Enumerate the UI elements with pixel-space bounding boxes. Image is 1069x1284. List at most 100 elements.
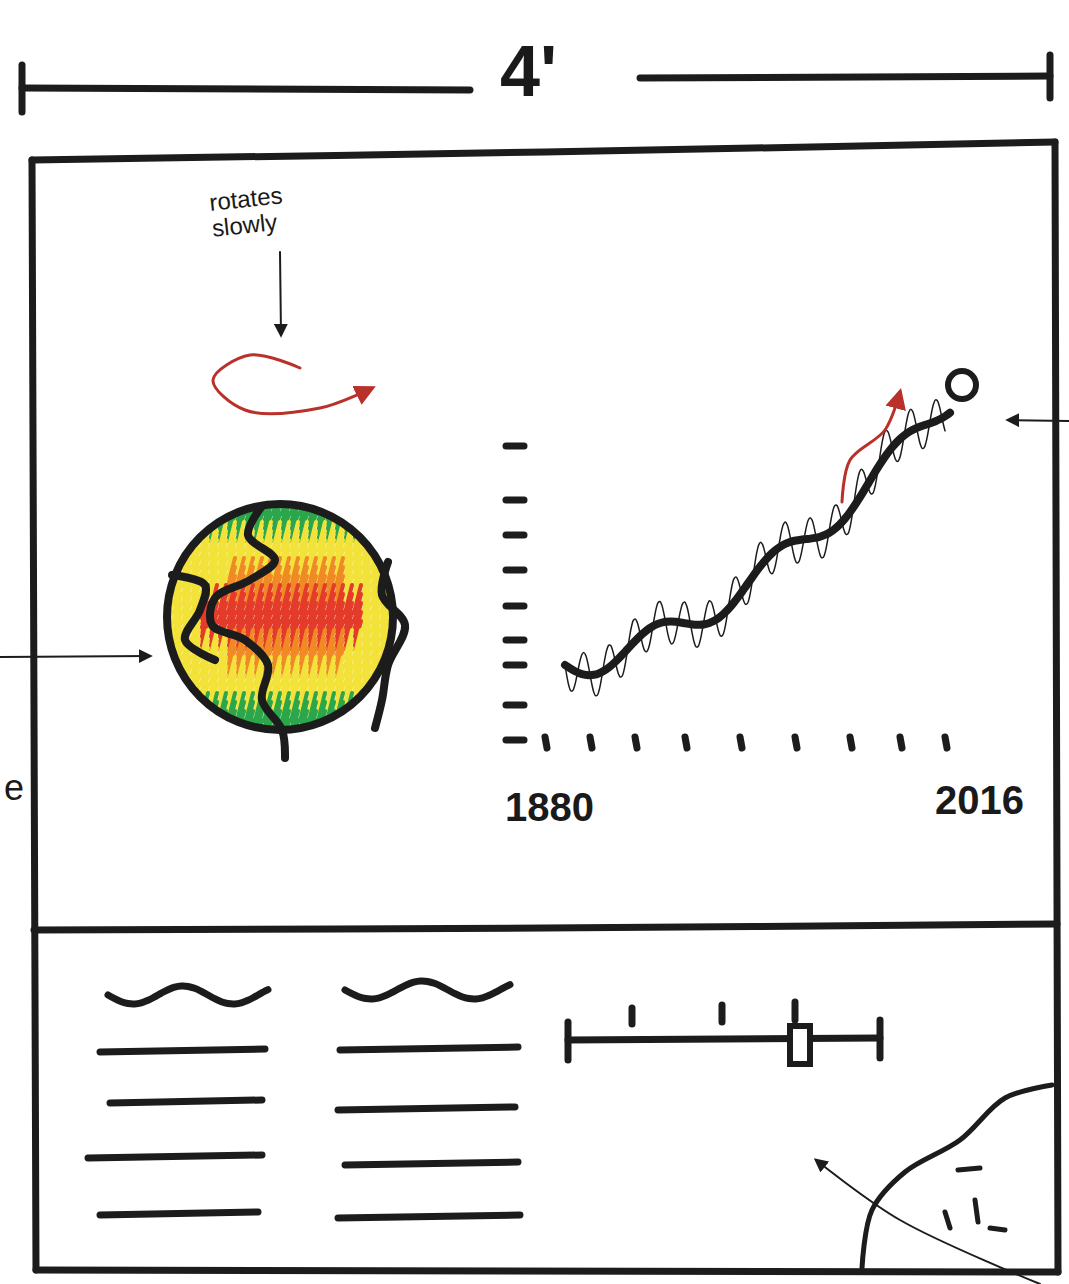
panel-border (32, 142, 1055, 160)
heat-stroke (192, 720, 199, 748)
heat-stroke (219, 729, 226, 757)
heat-stroke (183, 720, 190, 748)
axis-tick (635, 737, 637, 748)
heat-stroke (264, 720, 271, 748)
heat-stroke (165, 702, 172, 730)
panel-border (36, 1270, 1058, 1272)
heat-stroke (336, 486, 343, 514)
axis-tick (506, 702, 524, 709)
heat-stroke (165, 684, 172, 712)
heat-stroke (390, 513, 397, 541)
heat-stroke (174, 702, 181, 730)
heat-stroke (354, 729, 361, 757)
axis-tick (506, 567, 524, 574)
heat-stroke (183, 486, 190, 514)
heat-stroke (354, 495, 361, 523)
heat-stroke (165, 540, 172, 568)
heat-stroke (372, 729, 379, 757)
heat-stroke (183, 729, 190, 757)
placeholder-line (88, 1155, 262, 1158)
heat-stroke (174, 504, 181, 532)
heat-stroke (327, 486, 334, 514)
heat-stroke (165, 675, 172, 703)
heat-stroke (192, 702, 199, 730)
map-mark (958, 1168, 980, 1170)
heat-stroke (201, 495, 208, 523)
heat-stroke (201, 486, 208, 514)
heat-stroke (354, 486, 361, 514)
heat-stroke (381, 495, 388, 523)
heat-stroke (210, 711, 217, 739)
heat-stroke (165, 666, 172, 694)
axis-tick (506, 497, 524, 504)
heat-stroke (246, 729, 253, 757)
axis-label: 2016 (935, 778, 1024, 822)
heat-stroke (390, 729, 397, 757)
axis-tick (506, 637, 524, 644)
axis-tick (506, 532, 524, 539)
heat-stroke (165, 711, 172, 739)
axis-tick (590, 737, 592, 748)
heat-stroke (363, 702, 370, 730)
heat-stroke (372, 495, 379, 523)
heat-stroke (390, 684, 397, 712)
heat-stroke (192, 486, 199, 514)
map-mark (975, 1200, 978, 1222)
heat-stroke (345, 720, 352, 748)
heat-stroke (381, 729, 388, 757)
heat-stroke (174, 522, 181, 550)
axis-tick (795, 737, 797, 748)
heat-stroke (255, 729, 262, 757)
heat-stroke (165, 522, 172, 550)
heat-stroke (381, 531, 388, 559)
heat-stroke (363, 720, 370, 748)
heat-stroke (372, 504, 379, 532)
heat-stroke (219, 720, 226, 748)
placeholder-line (100, 1049, 265, 1052)
heat-stroke (219, 486, 226, 514)
heat-stroke (390, 720, 397, 748)
heat-stroke (210, 729, 217, 757)
heat-stroke (390, 531, 397, 559)
heat-stroke (345, 486, 352, 514)
continent-outline (210, 506, 285, 758)
heat-stroke (228, 729, 235, 757)
heat-stroke (201, 729, 208, 757)
timeline-slider (568, 1038, 880, 1040)
axis-tick (545, 737, 547, 748)
leader-arrow (0, 656, 150, 657)
cut-off-label: e (4, 768, 24, 808)
leader-arrow (280, 252, 281, 335)
heat-stroke (390, 504, 397, 532)
heat-stroke (390, 495, 397, 523)
heat-stroke (192, 711, 199, 739)
placeholder-heading (345, 981, 510, 999)
heat-stroke (174, 495, 181, 523)
panel-divider (34, 924, 1057, 930)
timeline-tick (629, 1008, 636, 1024)
heat-stroke (165, 531, 172, 559)
placeholder-heading (108, 986, 268, 1004)
heat-stroke (363, 729, 370, 757)
heat-stroke (390, 711, 397, 739)
continent-outline (172, 575, 215, 660)
placeholder-line (110, 1100, 262, 1103)
heat-stroke (291, 720, 298, 748)
map-mark (990, 1228, 1005, 1230)
heat-stroke (201, 711, 208, 739)
heat-stroke (318, 729, 325, 757)
axis-tick (506, 737, 524, 744)
heat-stroke (390, 702, 397, 730)
heat-stroke (363, 711, 370, 739)
heat-stroke (363, 495, 370, 523)
heat-stroke (174, 729, 181, 757)
axis-tick (850, 737, 852, 748)
axis-tick (506, 603, 524, 610)
heat-stroke (381, 504, 388, 532)
heat-stroke (381, 720, 388, 748)
heat-stroke (174, 720, 181, 748)
timeline-tick (792, 1002, 799, 1020)
dimension-line (640, 76, 1050, 78)
map-mark (945, 1212, 950, 1228)
